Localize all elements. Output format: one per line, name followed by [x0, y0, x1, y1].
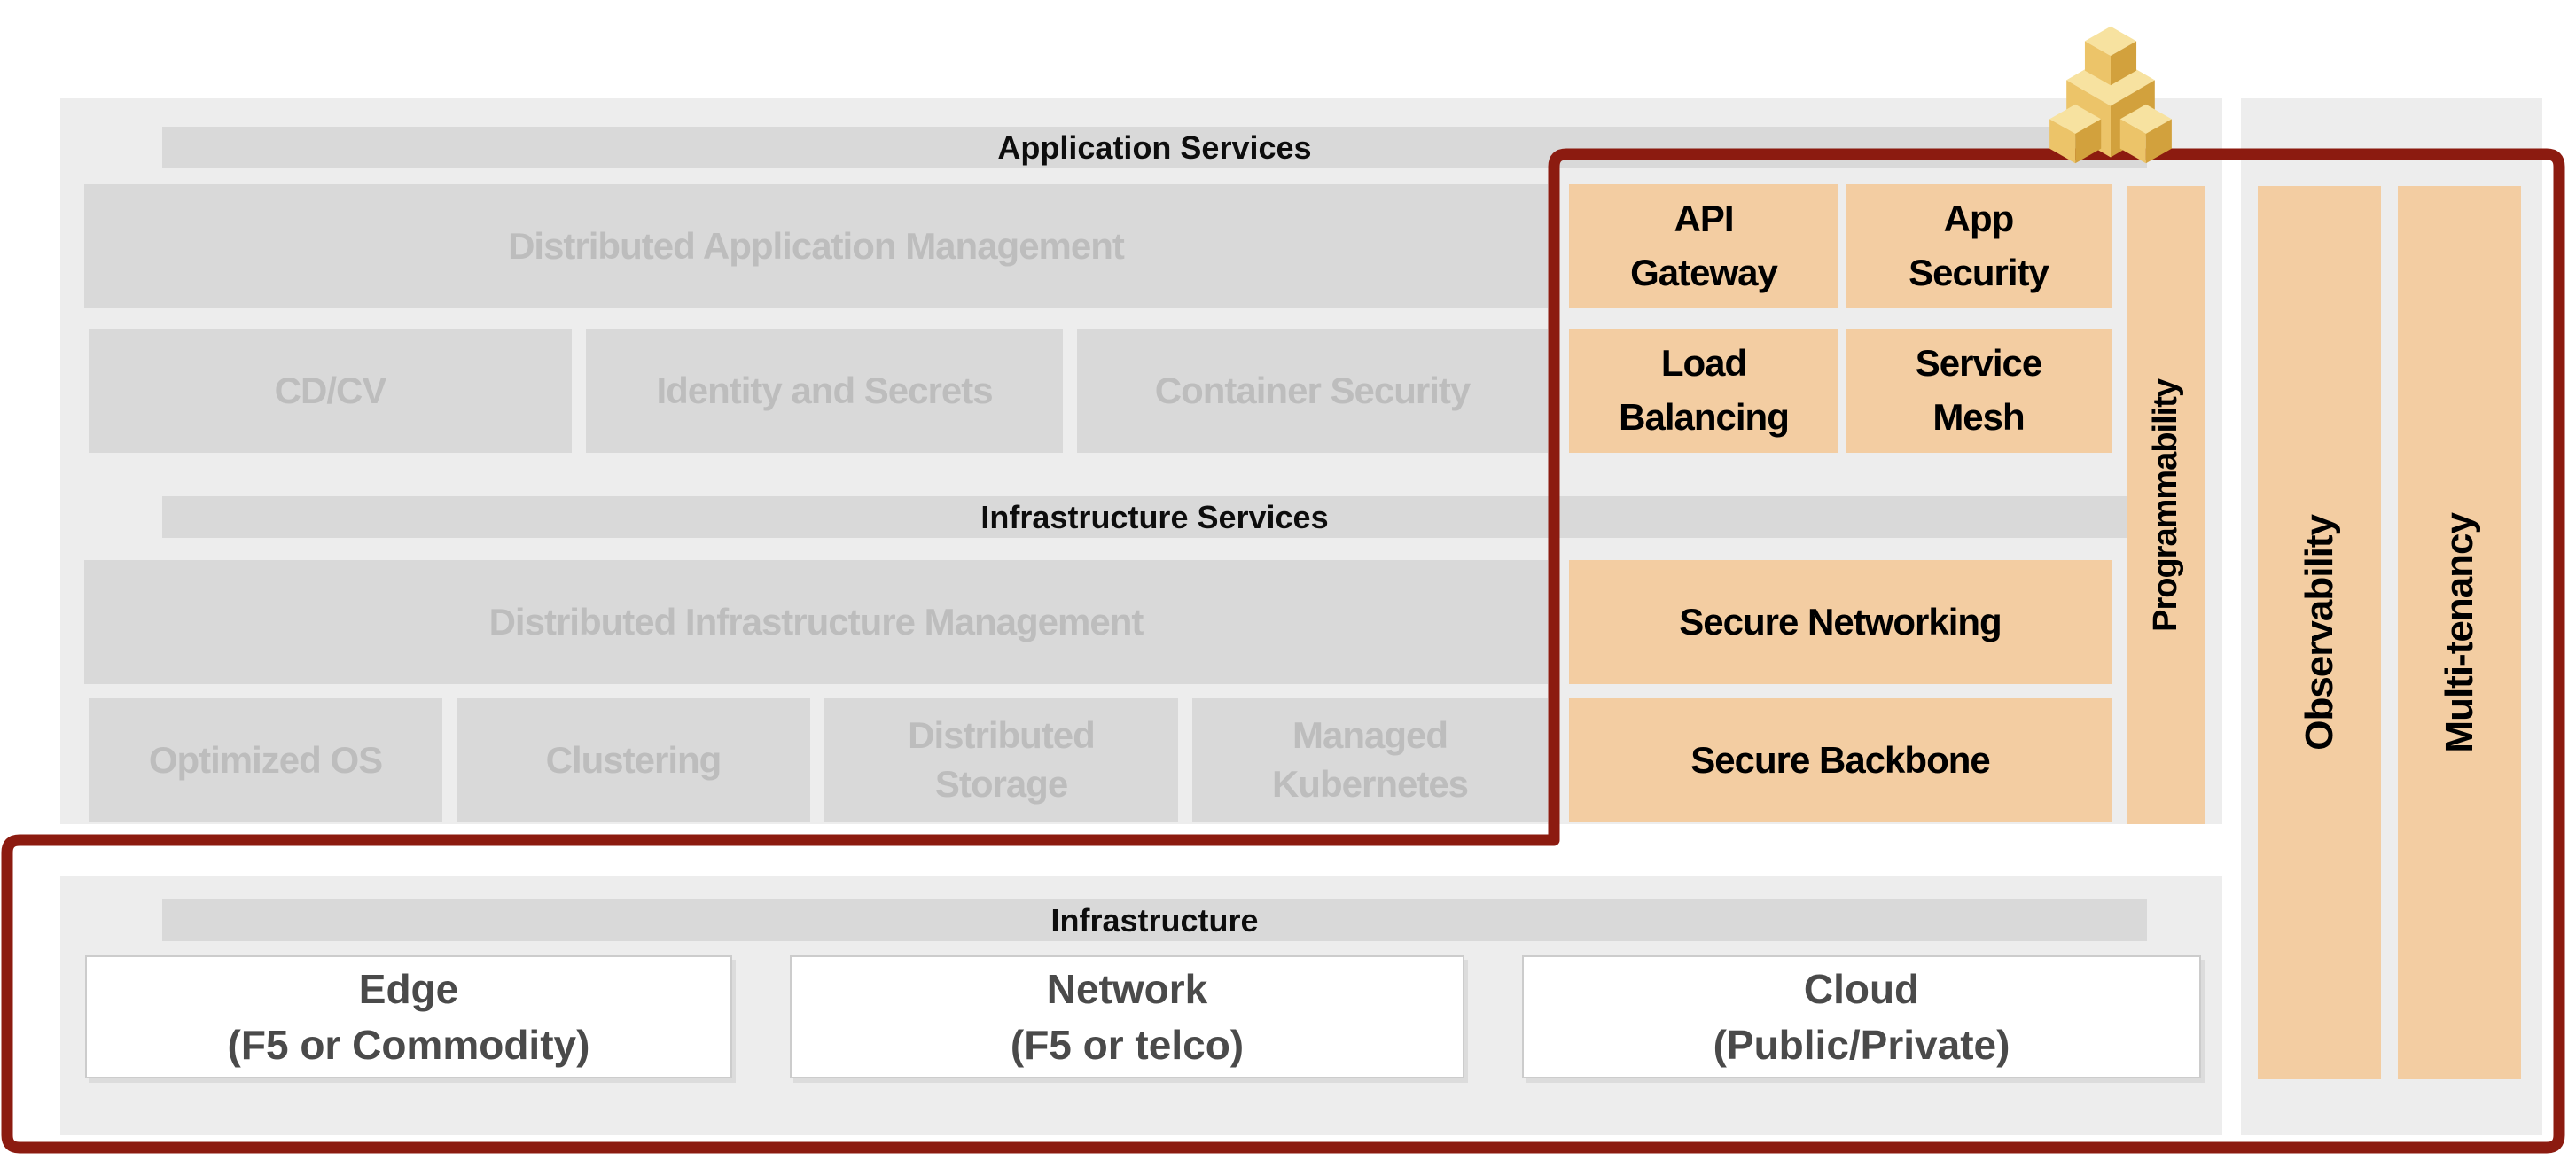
- box-distributed-application-management: Distributed Application Management: [84, 184, 1548, 308]
- box-network: Network (F5 or telco): [790, 955, 1464, 1078]
- box-optimized-os: Optimized OS: [89, 698, 442, 822]
- network-subtitle: (F5 or telco): [1010, 1021, 1245, 1068]
- bar-programmability: Programmability: [2127, 186, 2205, 824]
- box-load-balancing: Load Balancing: [1569, 329, 1838, 453]
- infrastructure-services-header-label: Infrastructure Services: [980, 498, 1329, 535]
- bar-observability: Observability: [2258, 186, 2381, 1079]
- cloud-title: Cloud: [1803, 966, 1920, 1013]
- box-api-gateway: API Gateway: [1569, 184, 1838, 308]
- infrastructure-services-header: Infrastructure Services: [162, 496, 2147, 538]
- multi-tenancy-label: Multi-tenancy: [2437, 512, 2481, 753]
- bar-multi-tenancy: Multi-tenancy: [2398, 186, 2521, 1079]
- infrastructure-header-label: Infrastructure: [1050, 901, 1259, 938]
- programmability-label: Programmability: [2146, 378, 2184, 632]
- box-secure-networking: Secure Networking: [1569, 560, 2112, 684]
- box-identity-and-secrets: Identity and Secrets: [586, 329, 1063, 453]
- edge-subtitle: (F5 or Commodity): [227, 1021, 590, 1068]
- box-cloud: Cloud (Public/Private): [1522, 955, 2201, 1078]
- box-cd-cv: CD/CV: [89, 329, 572, 453]
- box-container-security: Container Security: [1077, 329, 1548, 453]
- observability-label: Observability: [2297, 515, 2341, 751]
- box-managed-kubernetes: Managed Kubernetes: [1192, 698, 1548, 822]
- network-title: Network: [1046, 966, 1208, 1013]
- cloud-subtitle: (Public/Private): [1713, 1021, 2010, 1068]
- golden-cubes-logo-icon: [2049, 26, 2172, 164]
- box-edge: Edge (F5 or Commodity): [85, 955, 732, 1078]
- application-services-header-label: Application Services: [997, 128, 1312, 166]
- infrastructure-header: Infrastructure: [162, 899, 2147, 941]
- box-distributed-infrastructure-management: Distributed Infrastructure Management: [84, 560, 1548, 684]
- box-app-security: App Security: [1846, 184, 2112, 308]
- box-service-mesh: Service Mesh: [1846, 329, 2112, 453]
- application-services-header: Application Services: [162, 127, 2147, 168]
- box-distributed-storage: Distributed Storage: [824, 698, 1178, 822]
- box-clustering: Clustering: [457, 698, 810, 822]
- edge-title: Edge: [358, 966, 459, 1013]
- box-secure-backbone: Secure Backbone: [1569, 698, 2112, 822]
